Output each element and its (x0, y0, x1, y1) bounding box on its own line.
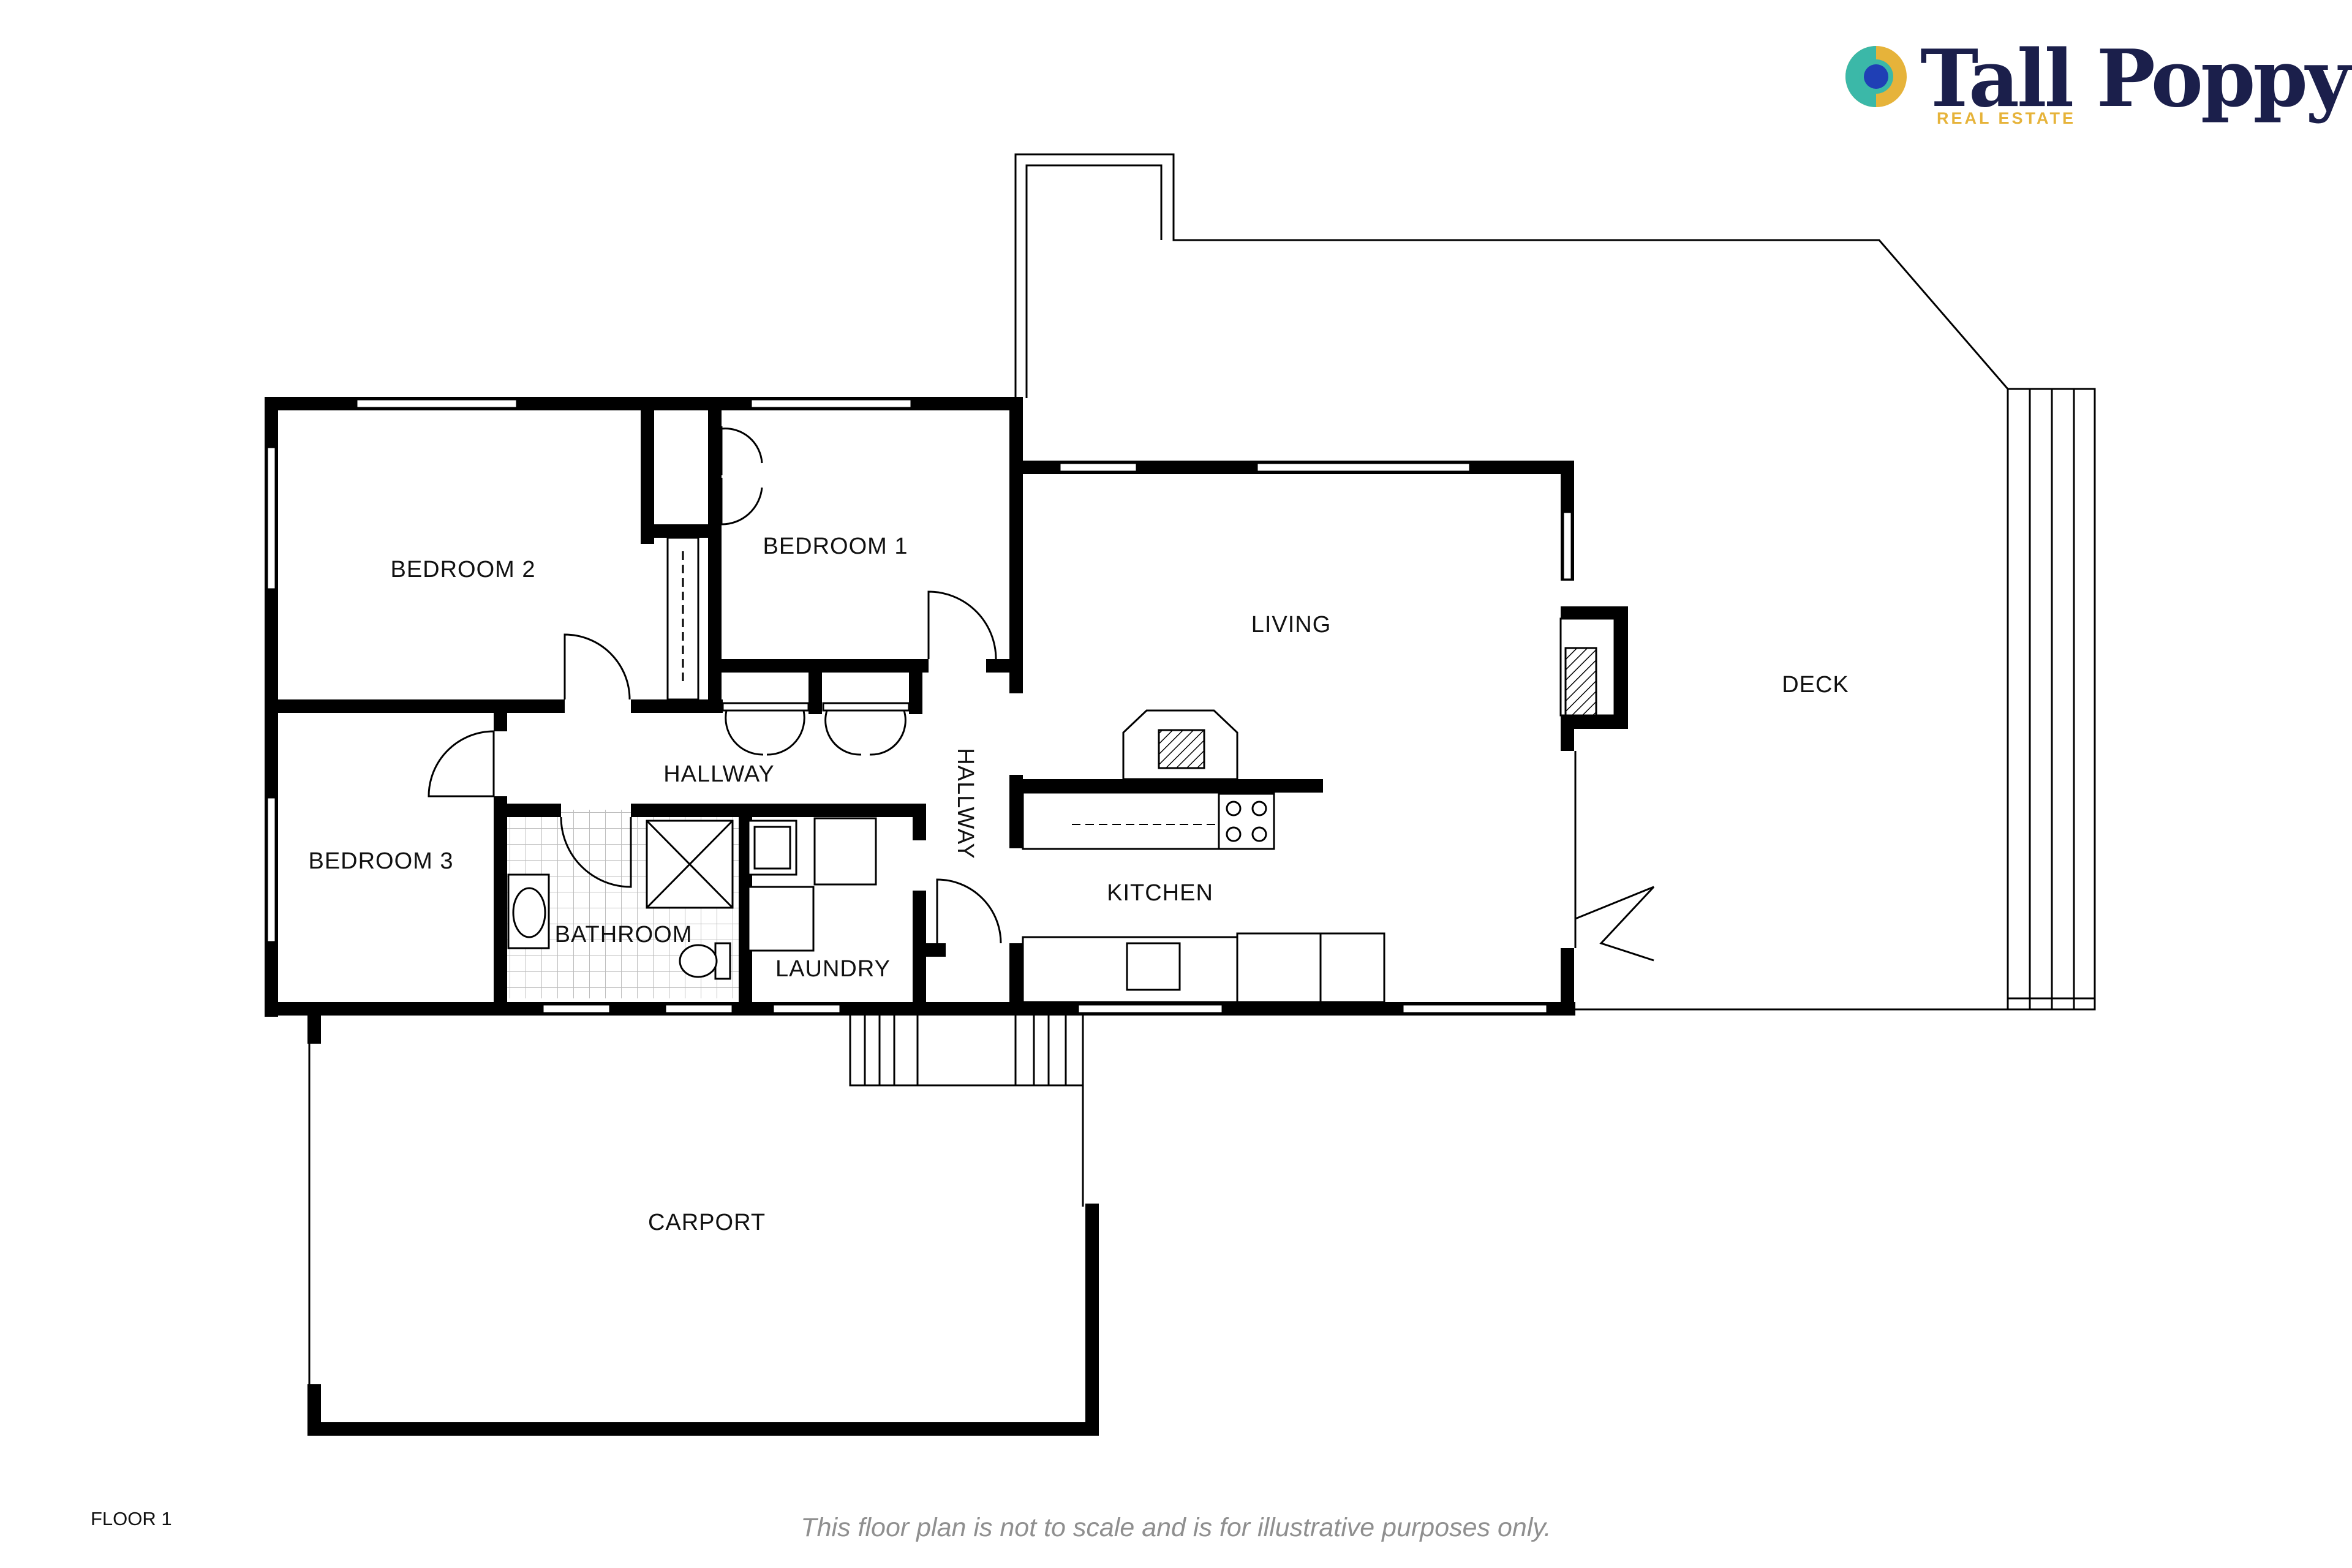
doors (428, 426, 1002, 944)
interior-walls (265, 397, 1323, 1016)
room-label-living: LIVING (1251, 612, 1332, 638)
room-label-deck: DECK (1782, 672, 1849, 698)
fireplace (1559, 617, 1616, 717)
bathroom-fixtures (507, 820, 734, 980)
tall-poppy-logo: Tall Poppy REAL ESTATE (1844, 33, 2351, 141)
linen-cupboard (666, 537, 699, 701)
room-label-bedroom-3: BEDROOM 3 (308, 848, 453, 874)
room-label-bedroom-1: BEDROOM 1 (763, 533, 908, 559)
disclaimer-text: This floor plan is not to scale and is f… (801, 1513, 1551, 1542)
windows (266, 398, 1573, 1014)
room-label-hallway: HALLWAY (663, 761, 775, 787)
front-steps (849, 1011, 1084, 1087)
floor-label: FLOOR 1 (91, 1508, 172, 1529)
room-label-laundry: LAUNDRY (775, 956, 891, 982)
carport-outline (308, 1012, 1084, 1390)
poppy-logo-icon (1845, 46, 1907, 107)
brand-subtitle: REAL ESTATE (1937, 109, 2076, 127)
bifold-door (1574, 751, 1655, 962)
carport-walls (307, 1009, 1099, 1436)
brand-name: Tall Poppy (1920, 33, 2351, 125)
laundry-fixtures (747, 817, 877, 952)
room-label-bathroom: BATHROOM (555, 922, 693, 948)
room-label-carport: CARPORT (648, 1210, 766, 1235)
room-label-kitchen: KITCHEN (1107, 880, 1213, 906)
deck-steps (2007, 389, 2096, 1009)
room-label-bedroom-2: BEDROOM 2 (390, 557, 535, 582)
kitchen-fixtures (1022, 709, 1385, 1003)
room-label-hallway-vertical: HALLWAY (952, 748, 978, 859)
